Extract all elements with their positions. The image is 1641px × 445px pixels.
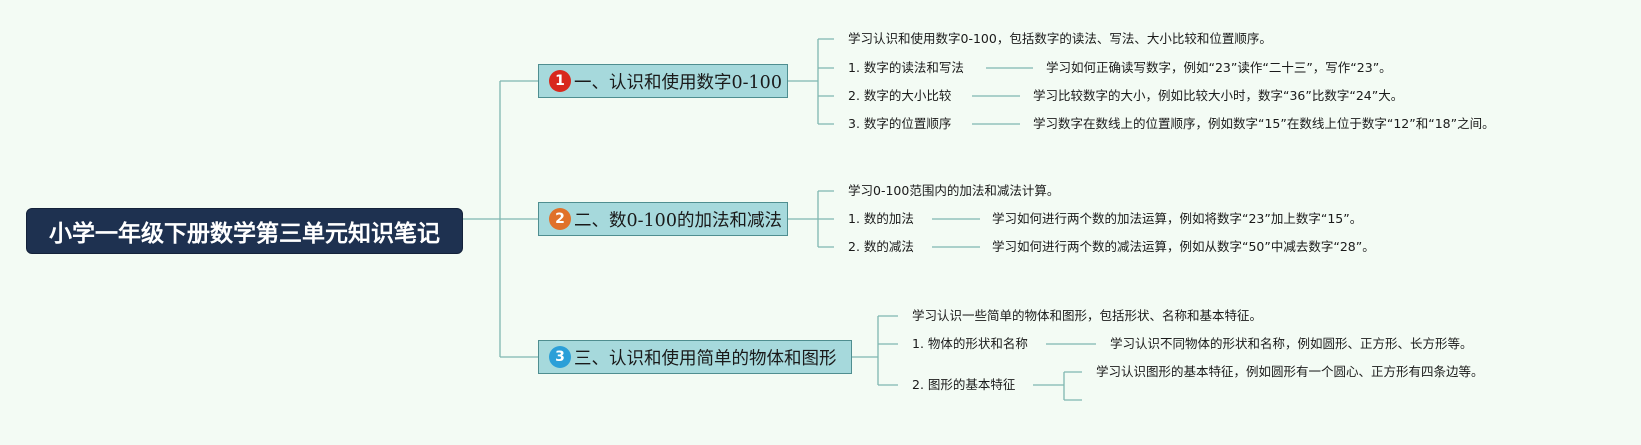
branch-1-item-3-label[interactable]: 3. 数字的位置顺序 [848,116,952,131]
branch-1-title: 一、认识和使用数字0-100 [574,72,782,93]
branch-2-title: 二、数0-100的加法和减法 [574,210,782,231]
branch-3-topic[interactable]: 3 三、认识和使用简单的物体和图形 [538,340,852,374]
number-1-badge-icon: 1 [549,70,571,92]
branch-1-item-3-detail[interactable]: 学习数字在数线上的位置顺序，例如数字“15”在数线上位于数字“12”和“18”之… [1033,116,1495,131]
branch-3-intro[interactable]: 学习认识一些简单的物体和图形，包括形状、名称和基本特征。 [912,308,1263,323]
number-2-badge-icon: 2 [549,208,571,230]
branch-2-item-2-detail[interactable]: 学习如何进行两个数的减法运算，例如从数字“50”中减去数字“28”。 [992,239,1375,254]
branch-2-item-1-label[interactable]: 1. 数的加法 [848,211,914,226]
root-branch-link [463,80,538,358]
branch2-links [788,190,980,248]
branch3-links [852,315,1096,401]
branch-2-topic[interactable]: 2 二、数0-100的加法和减法 [538,202,788,236]
branch-1-topic[interactable]: 1 一、认识和使用数字0-100 [538,64,788,98]
number-3-badge-icon: 3 [549,346,571,368]
branch-2-intro[interactable]: 学习0-100范围内的加法和减法计算。 [848,183,1060,198]
branch-1-item-1-detail[interactable]: 学习如何正确读写数字，例如“23”读作“二十三”，写作“23”。 [1046,60,1392,75]
branch1-links [788,38,1033,125]
branch-1-item-1-label[interactable]: 1. 数字的读法和写法 [848,60,964,75]
branch-1-item-2-label[interactable]: 2. 数字的大小比较 [848,88,952,103]
branch-1-intro[interactable]: 学习认识和使用数字0-100，包括数字的读法、写法、大小比较和位置顺序。 [848,31,1272,46]
branch-3-item-1-label[interactable]: 1. 物体的形状和名称 [912,336,1028,351]
branch-2-item-1-detail[interactable]: 学习如何进行两个数的加法运算，例如将数字“23”加上数字“15”。 [992,211,1363,226]
branch-3-item-1-detail[interactable]: 学习认识不同物体的形状和名称，例如圆形、正方形、长方形等。 [1110,336,1473,351]
root-topic[interactable]: 小学一年级下册数学第三单元知识笔记 [26,208,463,254]
branch-2-item-2-label[interactable]: 2. 数的减法 [848,239,914,254]
root-title: 小学一年级下册数学第三单元知识笔记 [49,221,440,247]
branch-1-item-2-detail[interactable]: 学习比较数字的大小，例如比较大小时，数字“36”比数字“24”大。 [1033,88,1404,103]
branch-3-title: 三、认识和使用简单的物体和图形 [574,348,837,369]
branch-3-item-2-label[interactable]: 2. 图形的基本特征 [912,377,1016,392]
branch-3-item-2-detail[interactable]: 学习认识图形的基本特征，例如圆形有一个圆心、正方形有四条边等。 [1096,364,1484,379]
